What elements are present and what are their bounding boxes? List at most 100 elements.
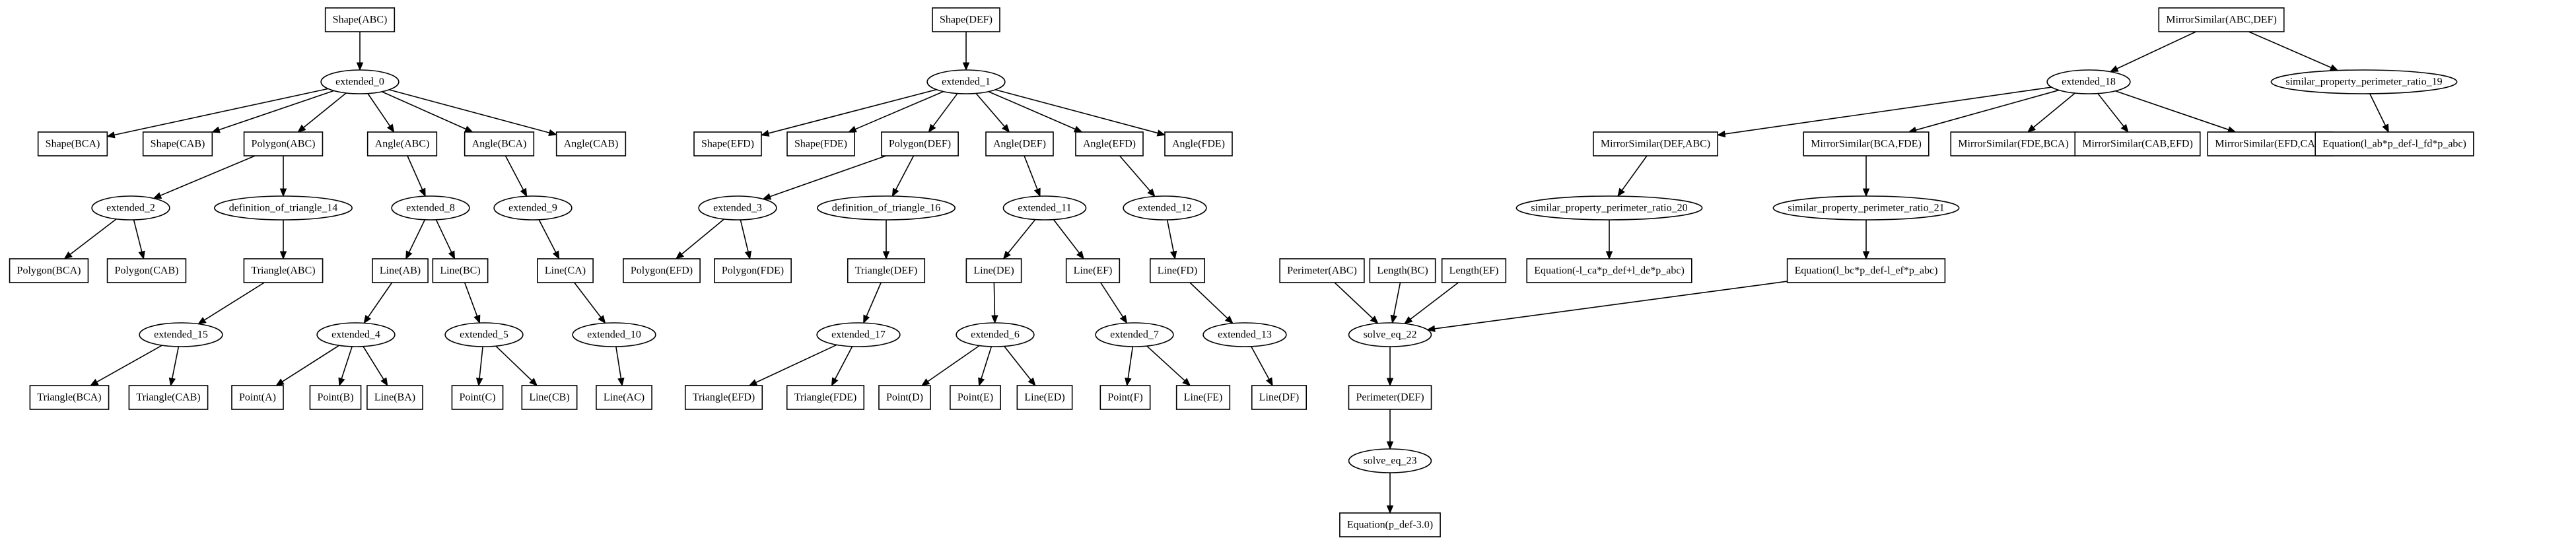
edge-n18-n22 — [89, 345, 162, 386]
node-label: Line(CB) — [529, 392, 569, 403]
edge-line — [341, 346, 353, 379]
edge-line — [755, 344, 837, 384]
node-rect — [9, 258, 89, 283]
node-label: Equation(l_bc*p_def-l_ef*p_abc) — [1795, 265, 1938, 277]
node-label: Point(D) — [886, 392, 923, 403]
node-step-definition-of-triangle-16: definition_of_triangle_16 — [816, 195, 956, 221]
node-box-line-de: Line(DE) — [965, 258, 1022, 283]
node-rect — [1786, 258, 1946, 283]
edge-line — [2116, 31, 2196, 69]
node-label: Angle(CAB) — [564, 139, 619, 150]
node-rect — [1348, 385, 1432, 410]
node-ellipse — [1123, 195, 1207, 221]
node-label: extended_12 — [1138, 203, 1192, 214]
node-label: Perimeter(ABC) — [1287, 265, 1357, 277]
node-rect — [1164, 131, 1233, 156]
node-rect — [37, 131, 108, 156]
node-label: Triangle(EFD) — [693, 392, 755, 403]
node-ellipse — [444, 322, 524, 347]
node-rect — [521, 385, 578, 410]
arrowhead-icon — [760, 129, 770, 137]
node-rect — [309, 385, 362, 410]
edge-line — [2369, 93, 2386, 126]
edge-n8-n12 — [63, 219, 117, 259]
node-box-line-ab: Line(AB) — [372, 258, 429, 283]
node-rect — [1593, 131, 1718, 156]
node-box-polygon-bca: Polygon(BCA) — [9, 258, 89, 283]
node-label: Line(AC) — [604, 392, 644, 403]
edge-n16-n20 — [464, 282, 481, 324]
edge-m1-m4 — [928, 93, 958, 133]
arrowhead-icon — [2120, 123, 2129, 133]
node-box-line-ed: Line(ED) — [1016, 385, 1073, 410]
node-box-polygon-cab: Polygon(CAB) — [106, 258, 187, 283]
edge-line — [1146, 345, 1185, 382]
node-rect — [1441, 258, 1507, 283]
edge-line — [495, 345, 532, 381]
edge-n14-n18 — [197, 282, 265, 325]
node-label: Polygon(ABC) — [252, 139, 316, 150]
edge-line — [435, 219, 452, 253]
node-label: Length(BC) — [1377, 265, 1428, 277]
arrowhead-icon — [106, 131, 116, 139]
edge-m9-m14 — [882, 220, 890, 260]
node-ellipse — [139, 322, 223, 347]
edge-line — [1434, 281, 1788, 329]
edge-line — [981, 346, 992, 379]
edge-r0-r2 — [2248, 31, 2339, 71]
node-label: MirrorSimilar(FDE,BCA) — [1958, 139, 2069, 150]
node-box-equation-l-ca-p-def-l-de-p-abc: Equation(-l_ca*p_def+l_de*p_abc) — [1526, 258, 1692, 283]
node-box-mirrorsimilar-bca-fde: MirrorSimilar(BCA,FDE) — [1803, 131, 1930, 156]
edge-r4-r10 — [1862, 156, 1870, 197]
node-label: Perimeter(DEF) — [1356, 392, 1424, 403]
edge-m8-m12 — [675, 219, 725, 259]
edge-m1-m6 — [988, 90, 1083, 133]
node-rect — [372, 258, 429, 283]
edge-line — [408, 219, 426, 253]
node-ellipse — [91, 195, 170, 221]
arrowhead-icon — [2329, 64, 2339, 71]
node-ellipse — [1095, 322, 1174, 347]
arrowhead-icon — [928, 123, 936, 133]
node-rect — [847, 258, 926, 283]
arrowhead-icon — [1716, 130, 1726, 138]
node-ellipse — [2046, 69, 2131, 94]
node-rect — [1016, 385, 1073, 410]
node-rect — [1369, 258, 1436, 283]
edge-line — [171, 346, 180, 379]
arrowhead-icon — [1370, 316, 1379, 324]
arrowhead-icon — [1182, 378, 1191, 386]
node-box-point-d: Point(D) — [878, 385, 931, 410]
edge-m18-m22 — [748, 344, 837, 386]
node-box-shape-bca: Shape(BCA) — [37, 131, 108, 156]
edge-m5-m10 — [1024, 155, 1041, 197]
edge-r10-r12 — [1862, 220, 1870, 260]
edge-n1-n6 — [381, 91, 473, 133]
node-label: extended_1 — [942, 77, 991, 88]
node-step-extended-3: extended_3 — [698, 195, 777, 221]
node-label: extended_11 — [1018, 203, 1071, 214]
edge-line — [204, 282, 265, 321]
arrowhead-icon — [464, 125, 473, 133]
edge-line — [96, 345, 162, 383]
node-label: solve_eq_22 — [1364, 329, 1417, 341]
edge-m19-m25 — [978, 346, 992, 387]
arrowhead-icon — [386, 123, 395, 133]
node-ellipse — [213, 195, 353, 221]
arrowhead-icon — [380, 377, 388, 387]
arrowhead-icon — [1862, 251, 1870, 260]
node-box-polygon-def: Polygon(DEF) — [881, 131, 959, 156]
edge-line — [282, 345, 339, 382]
node-rect — [684, 385, 763, 410]
node-box-shape-cab: Shape(CAB) — [142, 131, 213, 156]
edge-line — [895, 155, 915, 190]
node-rect — [1950, 131, 2077, 156]
node-label: extended_18 — [2062, 77, 2116, 88]
edge-line — [1251, 346, 1270, 380]
node-box-line-df: Line(DF) — [1251, 385, 1307, 410]
node-box-polygon-fde: Polygon(FDE) — [714, 258, 792, 283]
arrowhead-icon — [297, 124, 306, 133]
node-box-shape-abc: Shape(ABC) — [324, 7, 396, 32]
edge-line — [1053, 219, 1080, 254]
